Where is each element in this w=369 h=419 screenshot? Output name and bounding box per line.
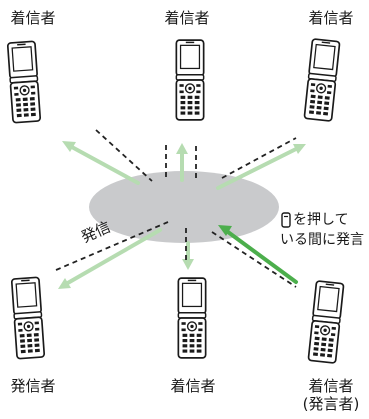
broadcast-arrows <box>58 141 306 289</box>
receiver-label-top-right: 着信者 <box>308 9 354 27</box>
network-ellipse <box>89 171 279 243</box>
phone-icon <box>307 280 345 364</box>
receiver-label-top-left: 着信者 <box>10 9 56 27</box>
dashed-lines <box>55 129 297 288</box>
push-to-talk-key-icon <box>281 212 291 228</box>
speaker-note-bottom-right: (発言者) <box>302 395 360 413</box>
arrow-bottom-center <box>182 241 194 270</box>
instruction-line-1: を押して <box>293 212 349 228</box>
phone-icon <box>175 39 205 121</box>
instruction-line-2: いる間に発言 <box>280 232 364 248</box>
speaker-arrow <box>218 225 298 284</box>
arrow-top-center <box>176 143 188 182</box>
receiver-label-bottom-right: 着信者 <box>308 377 354 395</box>
arrow-bottom-left <box>58 228 162 289</box>
receiver-label-top-center: 着信者 <box>164 9 210 27</box>
phone-icon <box>303 38 341 122</box>
phone-icon <box>177 277 207 359</box>
phone-icon <box>6 40 42 124</box>
arrow-top-right <box>216 144 306 190</box>
receiver-label-bottom-center: 着信者 <box>170 377 216 395</box>
phone-icon <box>10 276 46 360</box>
arrow-top-left <box>62 141 140 185</box>
sender-label-bottom-left: 発信者 <box>10 377 56 395</box>
